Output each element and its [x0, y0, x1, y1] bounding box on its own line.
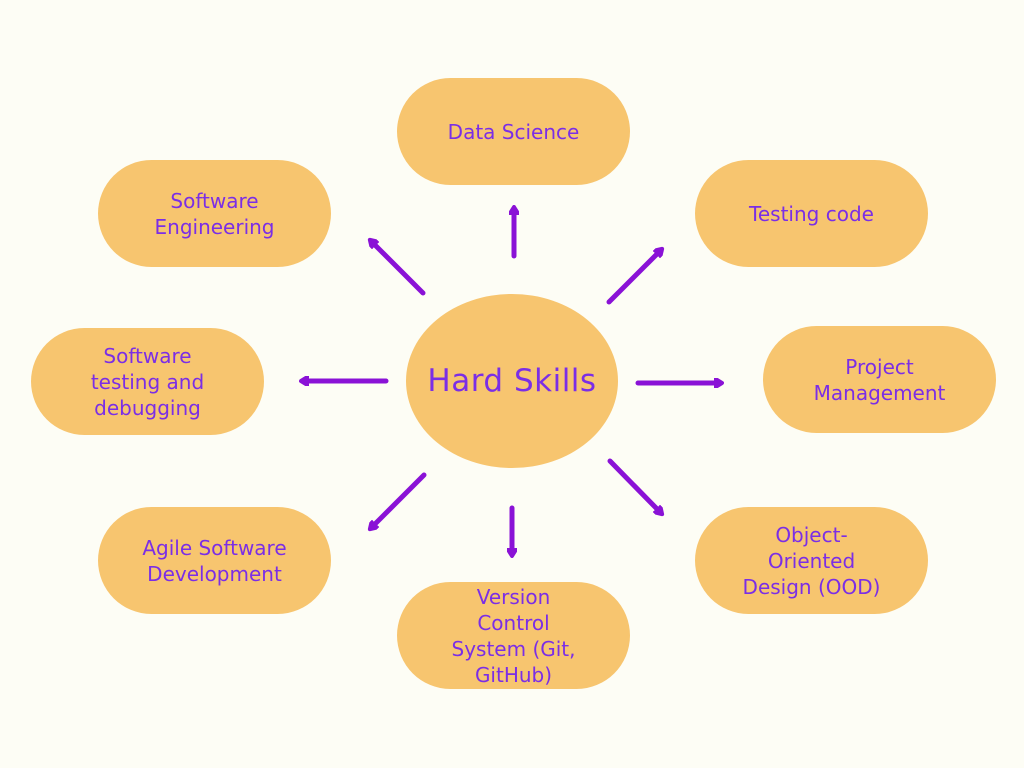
node-software-testing-debugging: Software testing and debugging [31, 328, 264, 435]
node-data-science: Data Science [397, 78, 630, 185]
node-software-engineering: Software Engineering [98, 160, 331, 267]
node-label: Project Management [813, 354, 946, 405]
node-label: Agile Software Development [142, 535, 287, 586]
arrow-to-agile [372, 472, 427, 527]
node-project-management: Project Management [763, 326, 996, 433]
node-version-control-system: Version Control System (Git, GitHub) [397, 582, 630, 689]
node-testing-code: Testing code [695, 160, 928, 267]
arrow-to-ood [607, 458, 660, 512]
node-object-oriented-design: Object- Oriented Design (OOD) [695, 507, 928, 614]
node-label: Version Control System (Git, GitHub) [451, 584, 576, 687]
node-label: Data Science [447, 119, 580, 144]
node-label: Object- Oriented Design (OOD) [742, 522, 881, 599]
arrow-to-testing-code [606, 251, 660, 305]
node-label: Software Engineering [154, 188, 275, 239]
node-label: Software testing and debugging [90, 343, 205, 420]
node-agile-software-development: Agile Software Development [98, 507, 331, 614]
node-label: Testing code [749, 201, 874, 226]
arrow-to-software-engineering [372, 242, 426, 296]
center-node: Hard Skills [406, 294, 618, 468]
center-node-label: Hard Skills [427, 363, 597, 399]
